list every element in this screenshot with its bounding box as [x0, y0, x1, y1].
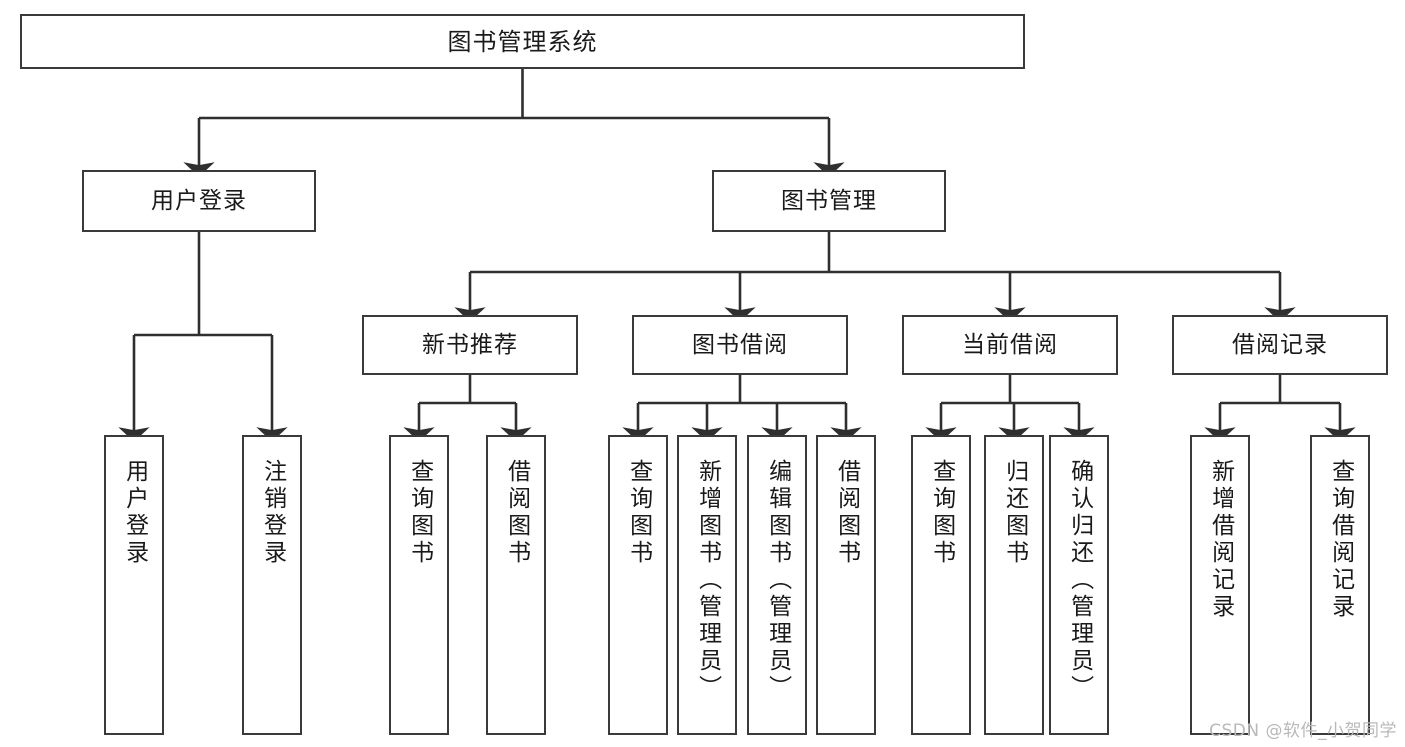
- node-borrow-record[interactable]: 借阅记录: [1172, 315, 1388, 375]
- node-leaf-query-borrow-record-label: 查询借阅记录: [1327, 459, 1354, 621]
- node-leaf-query-borrow-record[interactable]: 查询借阅记录: [1310, 435, 1370, 735]
- node-leaf-user-logout-label: 注销登录: [259, 459, 286, 567]
- node-leaf-edit-book-admin[interactable]: 编辑图书（管理员）: [747, 435, 807, 735]
- node-leaf-add-borrow-record-label: 新增借阅记录: [1207, 459, 1234, 621]
- node-leaf-user-login-label: 用户登录: [121, 459, 148, 567]
- node-leaf-add-borrow-record[interactable]: 新增借阅记录: [1190, 435, 1250, 735]
- node-leaf-borrow-book-2-label: 借阅图书: [833, 459, 860, 567]
- node-current-borrow-label: 当前借阅: [962, 331, 1058, 358]
- node-leaf-query-book-3-label: 查询图书: [928, 459, 955, 567]
- node-leaf-user-logout[interactable]: 注销登录: [242, 435, 302, 735]
- node-leaf-confirm-return-admin[interactable]: 确认归还（管理员）: [1049, 435, 1109, 735]
- node-leaf-return-book[interactable]: 归还图书: [984, 435, 1044, 735]
- node-leaf-return-book-label: 归还图书: [1001, 459, 1028, 567]
- node-root[interactable]: 图书管理系统: [20, 14, 1025, 69]
- node-book-manage[interactable]: 图书管理: [712, 170, 946, 232]
- node-user-login[interactable]: 用户登录: [82, 170, 316, 232]
- node-leaf-add-book-admin[interactable]: 新增图书（管理员）: [677, 435, 737, 735]
- node-new-book-recommend-label: 新书推荐: [422, 331, 518, 358]
- node-leaf-edit-book-admin-label: 编辑图书（管理员）: [764, 459, 791, 702]
- node-leaf-query-book-1[interactable]: 查询图书: [389, 435, 449, 735]
- node-current-borrow[interactable]: 当前借阅: [902, 315, 1118, 375]
- node-user-login-label: 用户登录: [151, 187, 247, 214]
- csdn-watermark: CSDN @软件_小贺同学: [1209, 721, 1397, 741]
- node-leaf-borrow-book-1-label: 借阅图书: [503, 459, 530, 567]
- node-borrow-record-label: 借阅记录: [1232, 331, 1328, 358]
- node-leaf-user-login[interactable]: 用户登录: [104, 435, 164, 735]
- node-leaf-query-book-1-label: 查询图书: [406, 459, 433, 567]
- node-leaf-borrow-book-2[interactable]: 借阅图书: [816, 435, 876, 735]
- node-leaf-add-book-admin-label: 新增图书（管理员）: [694, 459, 721, 702]
- node-leaf-borrow-book-1[interactable]: 借阅图书: [486, 435, 546, 735]
- node-leaf-confirm-return-admin-label: 确认归还（管理员）: [1066, 459, 1093, 702]
- node-root-label: 图书管理系统: [447, 27, 598, 56]
- node-book-borrow[interactable]: 图书借阅: [632, 315, 848, 375]
- node-new-book-recommend[interactable]: 新书推荐: [362, 315, 578, 375]
- node-leaf-query-book-3[interactable]: 查询图书: [911, 435, 971, 735]
- node-book-borrow-label: 图书借阅: [692, 331, 788, 358]
- node-book-manage-label: 图书管理: [781, 187, 877, 214]
- node-leaf-query-book-2-label: 查询图书: [625, 459, 652, 567]
- node-leaf-query-book-2[interactable]: 查询图书: [608, 435, 668, 735]
